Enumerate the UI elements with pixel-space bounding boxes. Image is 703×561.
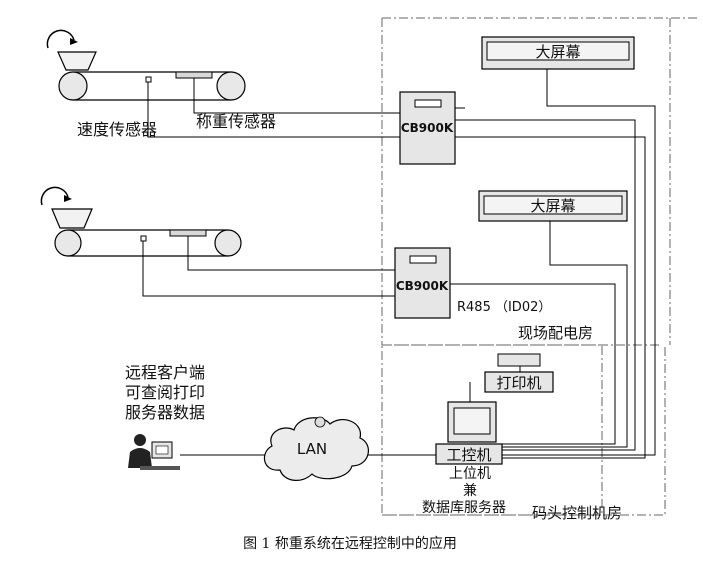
- belt-roller-left: [54, 229, 82, 257]
- big-screen-1: 大屏幕: [481, 36, 635, 70]
- client-screen-icon: [155, 445, 169, 455]
- wire-speed-2: [142, 241, 395, 297]
- upper-machine-line3: 数据库服务器: [422, 500, 506, 516]
- printer-body: [484, 371, 554, 393]
- conveyor-belt-1: [46, 29, 246, 101]
- ipc-label: 工控机: [446, 446, 491, 464]
- printer-label: 打印机: [496, 374, 541, 392]
- belt-roller-left: [58, 71, 88, 101]
- controller-display: [409, 255, 437, 264]
- monitor-screen: [453, 407, 491, 435]
- rotation-arrow-icon: [46, 29, 75, 49]
- wire-screen-1: [502, 69, 656, 456]
- pc-base: [435, 443, 503, 465]
- feed-hopper-icon: [51, 208, 93, 229]
- conveyor-belt-2: [40, 186, 242, 257]
- arrow-head-icon: [64, 195, 72, 202]
- controller-2-label: CB900K: [396, 279, 449, 293]
- remote-client-line1: 远程客户端: [125, 363, 205, 382]
- remote-client-line2: 可查阅打印: [125, 383, 205, 402]
- dock-room-boundary: [381, 344, 666, 516]
- field-room-label: 现场配电房: [518, 324, 593, 342]
- remote-client-line3: 服务器数据: [125, 403, 205, 422]
- industrial-pc: 工控机: [435, 401, 503, 465]
- signal-wires: [142, 69, 656, 459]
- wire-printer: [469, 366, 521, 402]
- remote-client: [128, 434, 180, 470]
- screen-panel: [486, 41, 630, 61]
- weigh-sensor-icon: [175, 71, 213, 79]
- wire-cb1-ipc: [455, 119, 636, 451]
- dock-room-label: 码头控制机房: [532, 504, 622, 522]
- weigh-sensor-label: 称重传感器: [196, 112, 276, 131]
- controller-display: [414, 99, 442, 108]
- rotation-arrow-icon: [40, 186, 69, 206]
- speed-sensor-label: 速度传感器: [77, 120, 157, 139]
- speed-sensor-icon: [145, 76, 152, 83]
- lan-label: LAN: [297, 440, 327, 458]
- belt-roller-right: [214, 229, 242, 257]
- screen-panel: [483, 195, 623, 215]
- big-screen-1-label: 大屏幕: [535, 43, 580, 61]
- lan-cloud: LAN: [263, 416, 369, 481]
- belt-roller-right: [216, 71, 246, 101]
- controller-1-label: CB900K: [401, 121, 454, 135]
- rs485-label: R485 （ID02）: [457, 300, 551, 315]
- upper-machine-line2: 兼: [463, 483, 477, 499]
- user-body-icon: [128, 448, 152, 468]
- cb900k-controller-2: CB900K: [394, 247, 451, 319]
- figure-caption: 图 1 称重系统在远程控制中的应用: [243, 535, 457, 552]
- user-head-icon: [134, 434, 146, 446]
- dock-room-outer-border: [382, 345, 666, 516]
- network-node-icon: [314, 416, 326, 428]
- client-desk-icon: [140, 466, 180, 470]
- cloud-icon: [263, 417, 369, 481]
- wire-weigh-2: [187, 236, 395, 271]
- big-screen-2-label: 大屏幕: [530, 197, 575, 215]
- cb900k-controller-1: CB900K: [399, 91, 456, 165]
- printer-top: [497, 353, 541, 367]
- wire-weigh-1: [193, 78, 400, 114]
- wire-screen-2: [502, 221, 628, 448]
- feed-hopper-icon: [57, 51, 97, 71]
- big-screen-2: 大屏幕: [478, 190, 628, 222]
- wire-speed-1: [147, 82, 646, 459]
- printer: 打印机: [484, 353, 554, 393]
- speed-sensor-icon: [140, 235, 147, 242]
- upper-machine-line1: 上位机: [449, 466, 491, 482]
- weigh-sensor-icon: [169, 229, 207, 237]
- wire-r485: [450, 283, 616, 445]
- arrow-head-icon: [70, 38, 78, 45]
